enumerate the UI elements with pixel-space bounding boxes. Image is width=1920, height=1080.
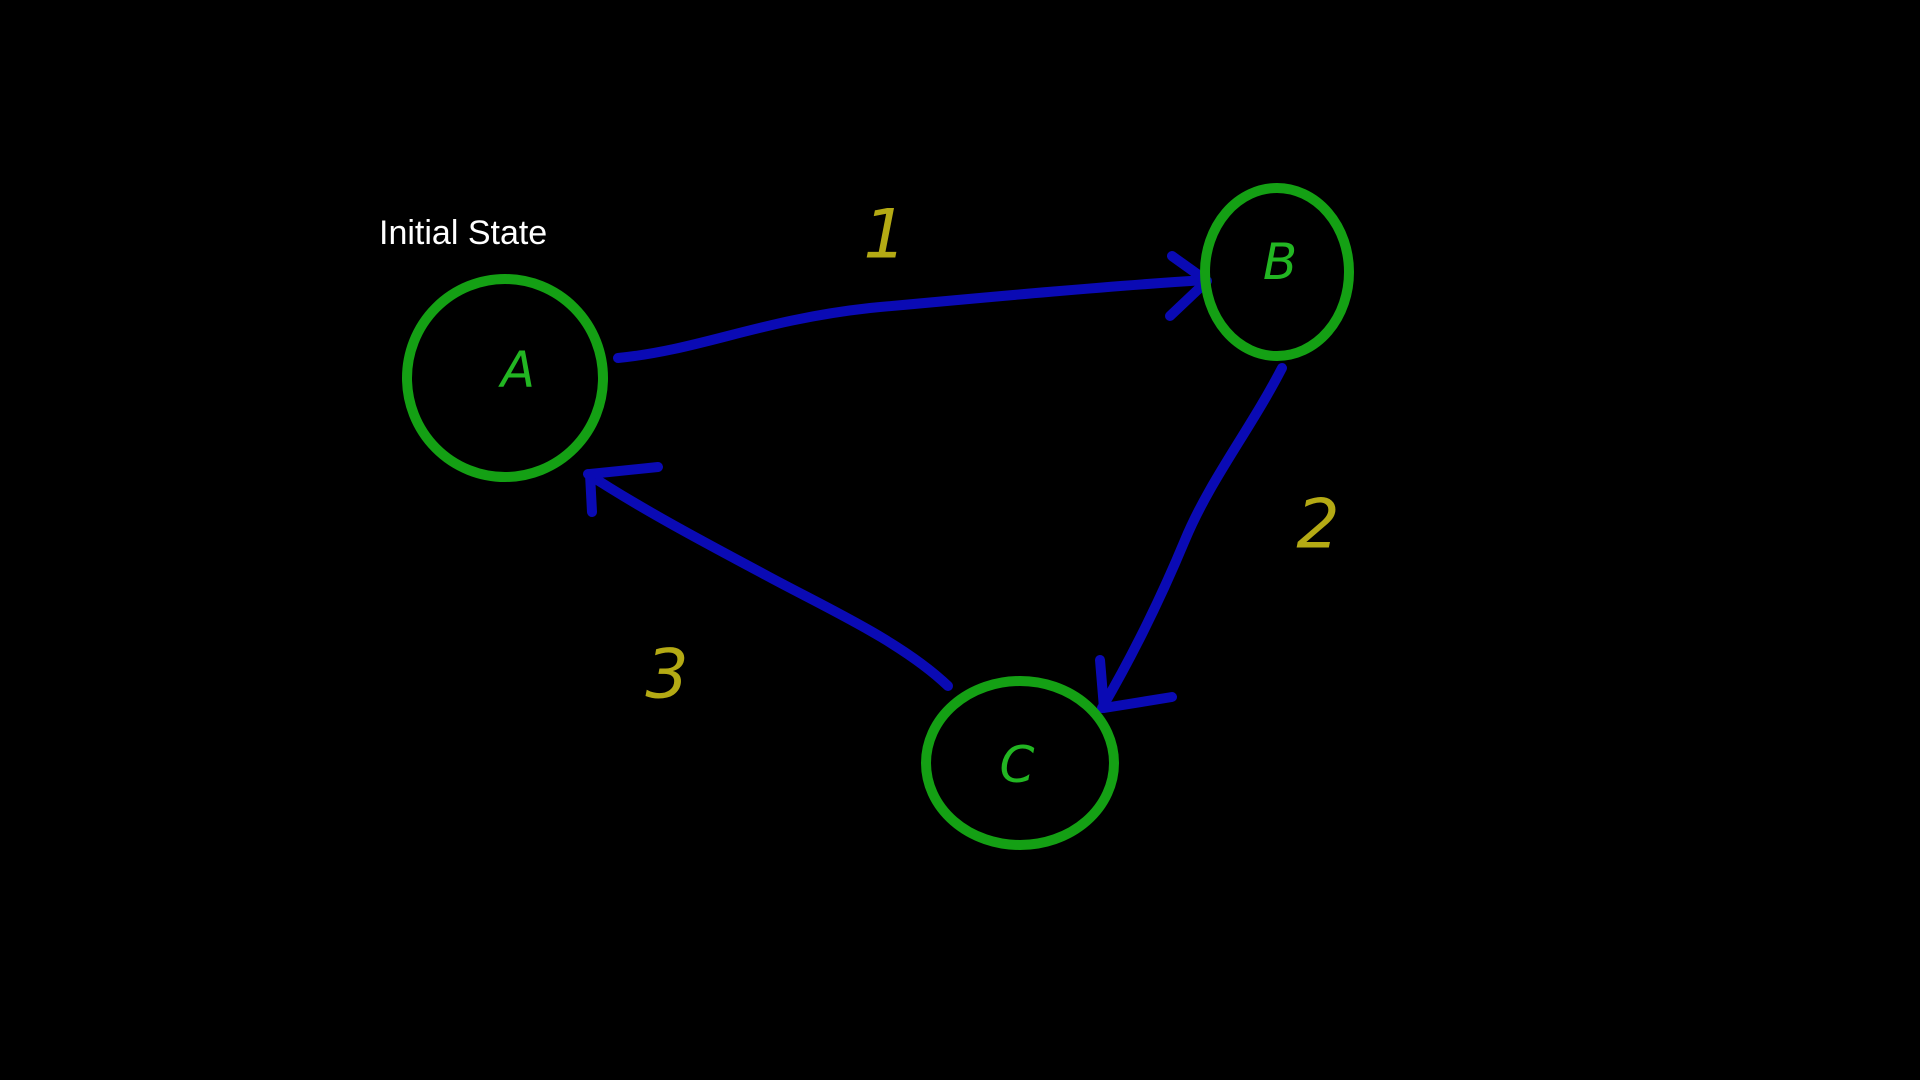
- state-node-c-label: C: [1000, 736, 1035, 794]
- edge-c-to-a-line: [583, 469, 953, 691]
- edge-a-to-b-label: 1: [863, 196, 906, 275]
- state-node-a-circle: [402, 274, 608, 482]
- state-node-b: B: [1200, 183, 1354, 361]
- edge-c-to-a-arrowhead: [585, 462, 663, 517]
- edge-b-to-c-label: 2: [1296, 486, 1339, 565]
- edge-a-to-b-line: [613, 275, 1210, 363]
- edge-c-to-a: 3: [583, 462, 953, 715]
- state-node-a-label: A: [498, 341, 535, 399]
- edge-b-to-c: 2: [1095, 363, 1340, 713]
- edge-b-to-c-line: [1097, 363, 1287, 713]
- state-node-b-circle: [1200, 183, 1354, 361]
- state-node-a: A: [402, 274, 608, 482]
- edge-c-to-a-label: 3: [645, 636, 688, 715]
- state-node-c-circle: [921, 676, 1119, 850]
- edge-a-to-b: 1: [613, 196, 1212, 363]
- initial-state-caption: Initial State: [379, 214, 547, 252]
- edge-b-to-c-arrowhead: [1095, 655, 1177, 713]
- state-node-c: C: [921, 676, 1119, 850]
- state-node-b-label: B: [1263, 233, 1297, 291]
